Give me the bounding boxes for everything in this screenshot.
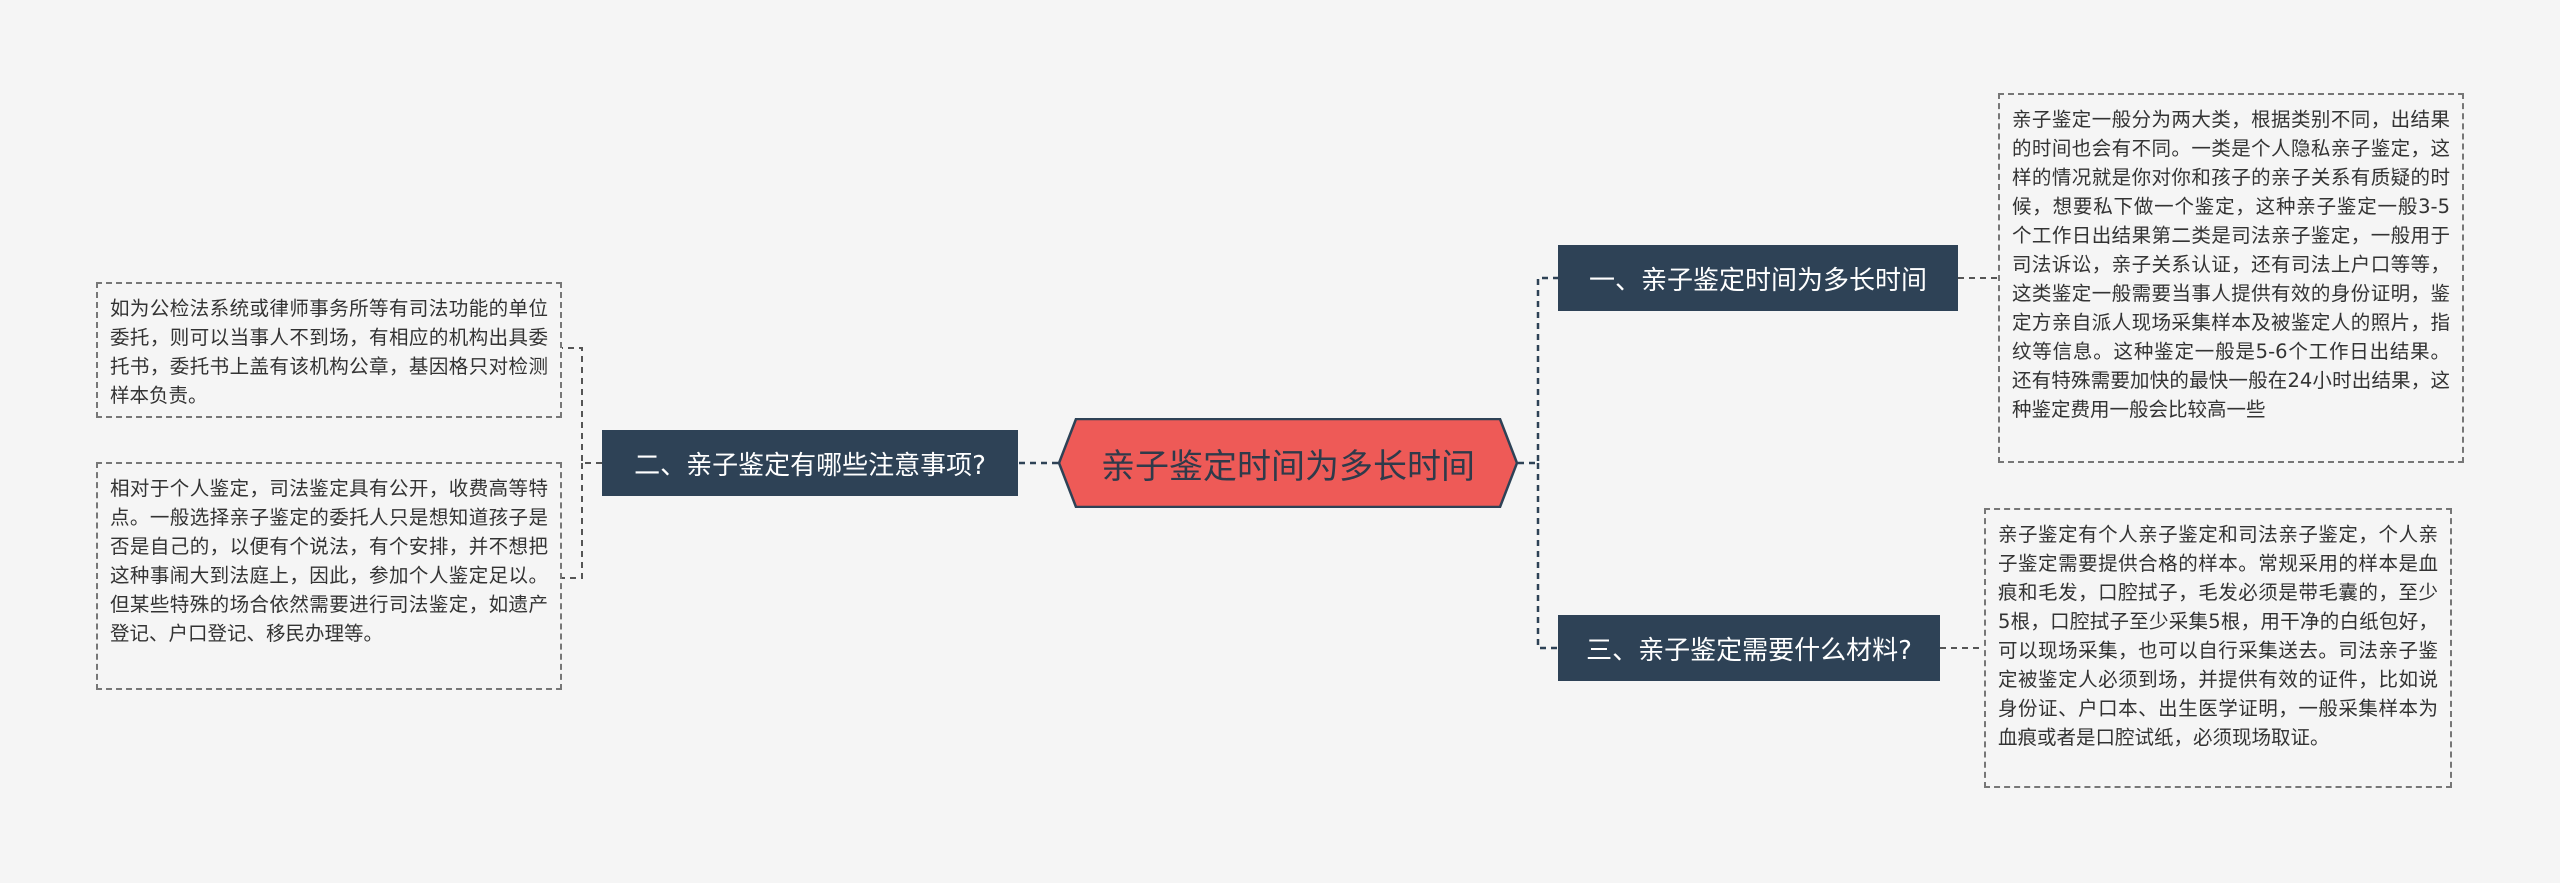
- root-shape: [1058, 418, 1518, 508]
- connector-branch2-leaves: [562, 347, 602, 579]
- connector-root-branch3: [1536, 463, 1558, 650]
- leaf-materials-detail: 亲子鉴定有个人亲子鉴定和司法亲子鉴定，个人亲子鉴定需要提供合格的样本。常规采用的…: [1984, 508, 2452, 788]
- branch-materials[interactable]: 三、亲子鉴定需要什么材料?: [1558, 615, 1940, 681]
- leaf-judicial-entrust: 如为公检法系统或律师事务所等有司法功能的单位委托，则可以当事人不到场，有相应的机…: [96, 282, 562, 418]
- branch-duration[interactable]: 一、亲子鉴定时间为多长时间: [1558, 245, 1958, 311]
- connector-root-branch1: [1518, 276, 1558, 465]
- leaf-duration-detail: 亲子鉴定一般分为两大类，根据类别不同，出结果的时间也会有不同。一类是个人隐私亲子…: [1998, 93, 2464, 463]
- leaf-personal-vs-judicial: 相对于个人鉴定，司法鉴定具有公开，收费高等特点。一般选择亲子鉴定的委托人只是想知…: [96, 462, 562, 690]
- branch-precautions[interactable]: 二、亲子鉴定有哪些注意事项?: [602, 430, 1018, 496]
- root-topic[interactable]: 亲子鉴定时间为多长时间: [1058, 418, 1518, 508]
- root-title: 亲子鉴定时间为多长时间: [1101, 446, 1475, 487]
